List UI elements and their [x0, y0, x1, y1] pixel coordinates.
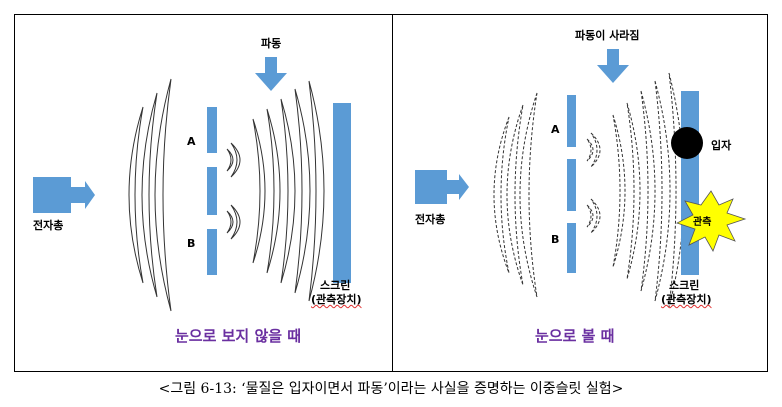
electron-gun: [415, 170, 447, 204]
screen-sublabel: (관측장치): [661, 293, 712, 306]
right-diagram: [415, 49, 747, 308]
slit-b-label: B: [187, 237, 196, 250]
incoming-waves: [128, 78, 172, 312]
slit-a-label: A: [187, 135, 196, 148]
screen-sublabel: (관측장치): [311, 293, 362, 306]
slit-barrier-bottom: [207, 229, 217, 275]
screen-label: 스크린: [669, 279, 700, 292]
observe-label: 관측: [693, 217, 712, 228]
dashed-incoming-waves: [493, 92, 538, 298]
screen: [681, 91, 699, 275]
particle: [671, 127, 703, 159]
gun-label: 전자총: [33, 219, 64, 232]
particle-label: 입자: [711, 139, 732, 152]
screen-label: 스크린: [320, 279, 351, 292]
interference-waves: [252, 80, 325, 302]
gun-label: 전자총: [415, 213, 446, 226]
left-panel-not-observed: 파동 전자총 A B 스크린 (관측장치) 눈으로 보지 않을 때: [14, 14, 393, 372]
diffraction-waves: [226, 142, 241, 240]
slit-a-label: A: [551, 123, 560, 136]
wave-label: 파동: [261, 37, 282, 50]
slit-barrier-top: [567, 95, 576, 147]
gun-arrow: [447, 174, 469, 200]
wave-disappear-label: 파동이 사라짐: [575, 29, 640, 42]
slit-barrier-middle: [567, 159, 576, 211]
electron-gun: [33, 177, 71, 213]
slit-barrier-bottom: [567, 223, 576, 273]
gun-arrow: [71, 181, 95, 209]
figure-caption: <그림 6-13: ‘물질은 입자이면서 파동’이라는 사실을 증명하는 이중슬…: [158, 381, 624, 397]
right-panel-observed: 파동이 사라짐 전자총 A B 입자 관측 스크린 (관측장치) 눈으로 볼 때: [392, 14, 768, 372]
wave-arrow-down: [597, 49, 629, 83]
screen: [333, 103, 351, 283]
right-caption: 눈으로 볼 때: [535, 327, 615, 345]
wave-arrow-down: [255, 57, 287, 91]
slit-b-label: B: [551, 233, 560, 246]
left-diagram: [33, 57, 351, 312]
observe-star: [675, 190, 747, 252]
slit-barrier-middle: [207, 167, 217, 215]
dashed-diffraction-waves: [586, 132, 601, 234]
slit-barrier-top: [207, 107, 217, 153]
left-caption: 눈으로 보지 않을 때: [175, 327, 302, 345]
dashed-interference-waves: [612, 72, 685, 308]
